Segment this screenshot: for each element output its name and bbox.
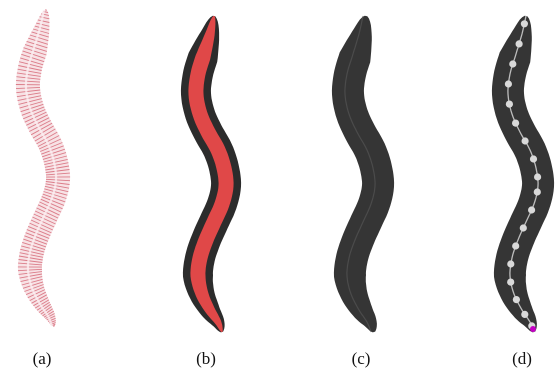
worm-d-joint <box>534 173 541 180</box>
worm-d-joint <box>521 311 528 318</box>
worm-d-joint <box>507 279 514 286</box>
worm-d-joint <box>530 155 537 162</box>
panel-d-caption: (d) <box>502 349 542 369</box>
panel-b-caption: (b) <box>186 349 226 369</box>
panel-c-caption: (c) <box>341 349 381 369</box>
panel-a-striped-worm <box>16 10 70 327</box>
worm-d-joint <box>534 188 541 195</box>
worm-d-joint <box>522 137 529 144</box>
worm-c-body <box>332 16 394 333</box>
worm-a-stripe <box>53 326 55 327</box>
panel-b-dark-worm-red-core <box>181 16 241 333</box>
worm-d-joint <box>513 296 520 303</box>
panel-c-dark-worm <box>332 16 394 333</box>
worm-d-joint <box>521 20 528 27</box>
worm-d-joint <box>512 120 519 127</box>
worm-d-joint <box>507 260 514 267</box>
worm-d-body <box>492 16 554 333</box>
panel-d-dark-worm-skeleton <box>492 16 554 333</box>
worm-d-joint <box>505 80 512 87</box>
worm-d-joint <box>516 40 523 47</box>
worm-d-joint <box>512 242 519 249</box>
worm-d-joint <box>528 206 535 213</box>
panel-a-caption: (a) <box>22 349 62 369</box>
worm-d-joint <box>506 101 513 108</box>
worm-d-tip-marker <box>530 326 536 332</box>
worm-d-joint <box>520 224 527 231</box>
worm-d-joint <box>509 60 516 67</box>
